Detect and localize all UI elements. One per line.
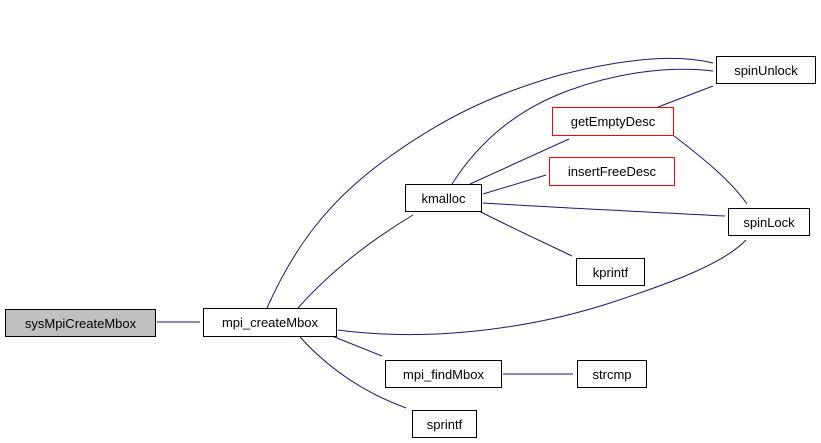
edge-kmalloc-to-kprintf: [478, 210, 573, 257]
edge-kmalloc-to-spinUnlock: [451, 68, 714, 185]
edge-getEmptyDesc-to-spinUnlock: [657, 85, 714, 108]
edge-mpi_createMbox-to-kmalloc: [297, 214, 414, 309]
node-insertFreeDesc[interactable]: insertFreeDesc: [549, 157, 675, 186]
node-spinLock[interactable]: spinLock: [728, 208, 810, 236]
edge-mpi_createMbox-to-mpi_findMbox: [331, 335, 383, 357]
node-spinUnlock[interactable]: spinUnlock: [716, 56, 816, 84]
node-mpi_createMbox[interactable]: mpi_createMbox: [203, 308, 337, 337]
edge-getEmptyDesc-to-spinLock: [673, 135, 748, 205]
edge-mpi_createMbox-to-spinUnlock: [266, 58, 714, 309]
node-kmalloc[interactable]: kmalloc: [405, 184, 482, 212]
node-sprintf[interactable]: sprintf: [412, 410, 477, 438]
node-strcmp[interactable]: strcmp: [577, 360, 647, 388]
node-kprintf[interactable]: kprintf: [576, 258, 645, 286]
edge-kmalloc-to-spinLock: [482, 202, 726, 217]
node-sysMpiCreateMbox: sysMpiCreateMbox: [5, 309, 156, 337]
edge-mpi_createMbox-to-spinLock: [337, 239, 747, 336]
node-mpi_findMbox[interactable]: mpi_findMbox: [385, 360, 502, 388]
edge-kmalloc-to-insertFreeDesc: [482, 174, 547, 195]
edge-mpi_createMbox-to-sprintf: [299, 336, 407, 409]
edge-kmalloc-to-getEmptyDesc: [469, 138, 570, 185]
node-getEmptyDesc[interactable]: getEmptyDesc: [552, 107, 674, 136]
